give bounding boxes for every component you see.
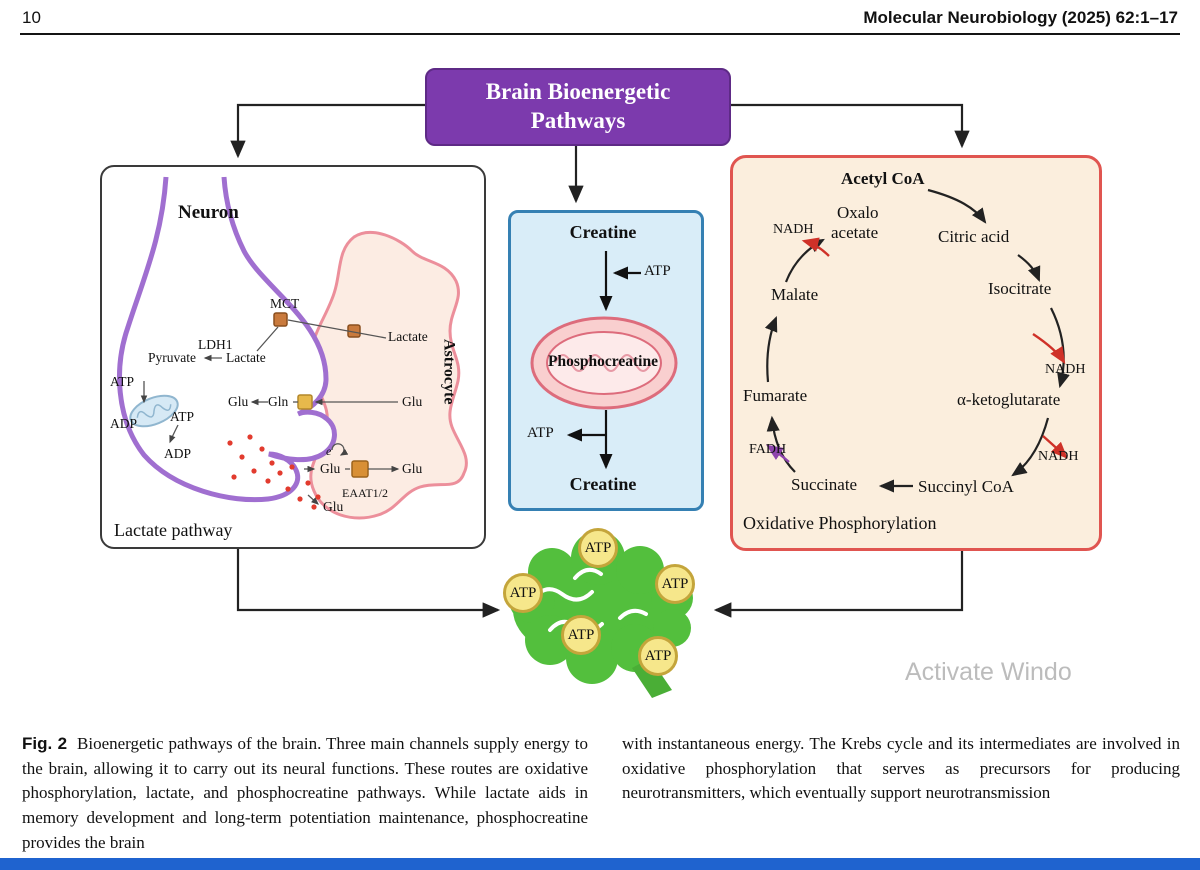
- label-glu-5: Glu: [323, 499, 344, 514]
- label-atp-in: ATP: [644, 263, 671, 279]
- atp-badge-label: ATP: [644, 647, 672, 664]
- label-fadh: FADH: [749, 442, 787, 457]
- neuron-astrocyte-drawing: [117, 176, 468, 520]
- label-acetyl-coa: Acetyl CoA: [841, 169, 925, 188]
- mct-transporter-icon: [273, 312, 288, 327]
- label-lactate-neuron: Lactate: [226, 350, 266, 365]
- krebs-arrows: [764, 188, 1070, 493]
- pathway-lines: [140, 319, 400, 505]
- atp-badge: ATP: [503, 573, 543, 613]
- krebs-cycle-panel: Acetyl CoA NADH Oxalo acetate Citric aci…: [730, 155, 1102, 551]
- activate-windows-watermark: Activate Windo: [905, 658, 1072, 686]
- atp-badge-label: ATP: [567, 626, 595, 643]
- neuron-mitochondria-icon: [129, 394, 179, 428]
- label-oxalo-2: acetate: [831, 223, 879, 242]
- arrow-neuron-to-brain: [236, 546, 501, 618]
- arrow-title-to-krebs: [727, 103, 970, 149]
- arrow-akg-to-succinyl: [1011, 417, 1050, 477]
- label-adp-b: ADP: [164, 446, 192, 461]
- label-oxidative-phosphorylation: Oxidative Phosphorylation: [743, 513, 937, 533]
- caption-left-text: Bioenergetic pathways of the brain. Thre…: [22, 734, 588, 852]
- label-alpha-ketoglutarate: α-ketoglutarate: [957, 390, 1061, 409]
- label-succinate: Succinate: [791, 475, 858, 494]
- arrow-krebs-to-brain: [713, 546, 964, 618]
- atp-badge: ATP: [561, 615, 601, 655]
- label-citric-acid: Citric acid: [938, 227, 1010, 246]
- nadh-accent-1: [1032, 333, 1066, 365]
- label-gln-1: Gln: [268, 394, 289, 409]
- brain-group: ATP ATP ATP ATP ATP: [480, 500, 725, 705]
- label-glu-1: Glu: [228, 394, 249, 409]
- bottom-taskbar-strip: [0, 858, 1200, 870]
- label-nadh-right-mid: NADH: [1038, 449, 1079, 464]
- caption-figure-label: Fig. 2: [22, 734, 68, 753]
- nadh-accent-2: [1042, 435, 1068, 459]
- creatine-drawing: [530, 251, 678, 470]
- label-atp-a: ATP: [110, 374, 135, 389]
- label-creatine-top: Creatine: [569, 222, 637, 242]
- label-oxalo-1: Oxalo: [837, 203, 879, 222]
- label-phosphocreatine: Phosphocreatine: [548, 353, 658, 370]
- label-neuron: Neuron: [178, 202, 239, 223]
- label-malate: Malate: [771, 285, 819, 304]
- label-adp-a: ADP: [110, 416, 138, 431]
- figure-title-box: Brain Bioenergetic Pathways: [425, 68, 731, 146]
- label-nadh-top: NADH: [773, 222, 814, 237]
- mitochondria-cristae: [554, 354, 652, 372]
- figure-title: Brain Bioenergetic Pathways: [485, 79, 671, 133]
- label-creatine-bottom: Creatine: [569, 474, 637, 494]
- label-nadh-right-top: NADH: [1045, 362, 1086, 377]
- arrow-title-to-neuron: [230, 103, 425, 159]
- label-eaat: EAAT1/2: [342, 486, 388, 500]
- atp-badge-label: ATP: [584, 539, 612, 556]
- atp-badge-label: ATP: [661, 575, 689, 592]
- caption-right-text: with instantaneous energy. The Krebs cyc…: [622, 734, 1180, 803]
- label-electron: e: [326, 444, 332, 458]
- atp-badge: ATP: [578, 528, 618, 568]
- journal-reference: Molecular Neurobiology (2025) 62:1–17: [863, 8, 1178, 27]
- eaat-transporter-icon: [351, 460, 369, 478]
- label-isocitrate: Isocitrate: [988, 279, 1052, 298]
- label-lactate-pathway: Lactate pathway: [114, 520, 233, 540]
- arrow-fumarate-to-malate: [764, 315, 778, 383]
- header-rule: [20, 33, 1180, 35]
- atp-badge: ATP: [638, 636, 678, 676]
- fadh-accent: [766, 444, 790, 463]
- page-number: 10: [22, 8, 41, 27]
- label-pyruvate: Pyruvate: [148, 350, 196, 365]
- caption-right-column: with instantaneous energy. The Krebs cyc…: [622, 732, 1180, 855]
- lactate-pathway-panel: Neuron MCT Lactate LDH1 Pyruvate Lactate…: [100, 165, 486, 549]
- label-succinyl-coa: Succinyl CoA: [918, 477, 1014, 496]
- phosphocreatine-panel: Creatine ATP Phosphocreatine ATP Creatin…: [508, 210, 704, 511]
- atp-badge: ATP: [655, 564, 695, 604]
- nadh-accent-3: [801, 237, 830, 257]
- label-astrocyte: Astrocyte: [440, 339, 458, 405]
- label-fumarate: Fumarate: [743, 386, 808, 405]
- label-glu-4: Glu: [402, 461, 423, 476]
- label-mct: MCT: [270, 296, 300, 311]
- label-atp-b: ATP: [170, 409, 195, 424]
- atp-badge-label: ATP: [509, 584, 537, 601]
- label-lactate-astrocyte: Lactate: [388, 329, 428, 344]
- label-glu-2: Glu: [402, 394, 423, 409]
- label-glu-3: Glu: [320, 461, 341, 476]
- label-ldh1: LDH1: [198, 337, 233, 352]
- arrow-citric-to-isocitrate: [1017, 254, 1041, 283]
- arrow-acetyl-to-citric: [927, 188, 987, 224]
- neuron-shape: [117, 176, 337, 503]
- label-atp-out: ATP: [527, 425, 554, 441]
- gln-transporter-icon: [297, 394, 313, 410]
- vesicle-dots: [227, 434, 321, 510]
